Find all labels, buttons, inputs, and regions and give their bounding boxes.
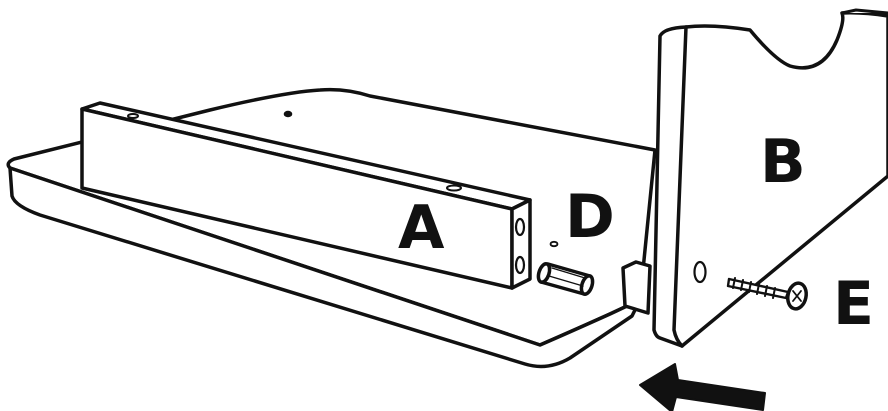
part-a-rail [80, 101, 532, 290]
part-b-side-panel [621, 8, 888, 348]
label-b: B [760, 127, 806, 197]
label-d: D [565, 182, 615, 252]
label-e: E [833, 269, 874, 339]
label-a: A [398, 193, 445, 263]
arrow-left-icon [639, 363, 766, 411]
part-d-dowel [536, 262, 595, 296]
part-e-screw [726, 277, 808, 311]
